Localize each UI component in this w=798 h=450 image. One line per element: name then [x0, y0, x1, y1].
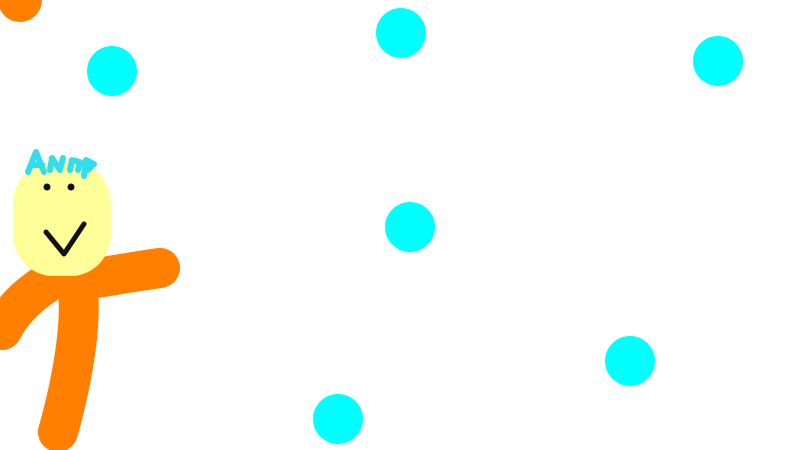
- cyan-orb-icon[interactable]: [385, 202, 435, 252]
- player-arm-right: [50, 248, 180, 302]
- stick-figure-icon[interactable]: [0, 149, 180, 450]
- player-eye-left: [43, 183, 51, 191]
- cyan-orb-icon[interactable]: [605, 336, 655, 386]
- player-mouth: [43, 221, 87, 257]
- orange-blob-icon: [0, 0, 42, 22]
- player-eye-right: [67, 183, 75, 191]
- player-arm-left: [0, 258, 75, 350]
- cyan-orb-icon[interactable]: [313, 394, 363, 444]
- player-head: [13, 162, 111, 276]
- cyan-orb-icon[interactable]: [693, 36, 743, 86]
- cyan-orb-icon[interactable]: [376, 8, 426, 58]
- player-leg: [38, 270, 99, 450]
- orb-group: [87, 8, 743, 444]
- cyan-orb-icon[interactable]: [87, 46, 137, 96]
- player-hair: [25, 149, 97, 179]
